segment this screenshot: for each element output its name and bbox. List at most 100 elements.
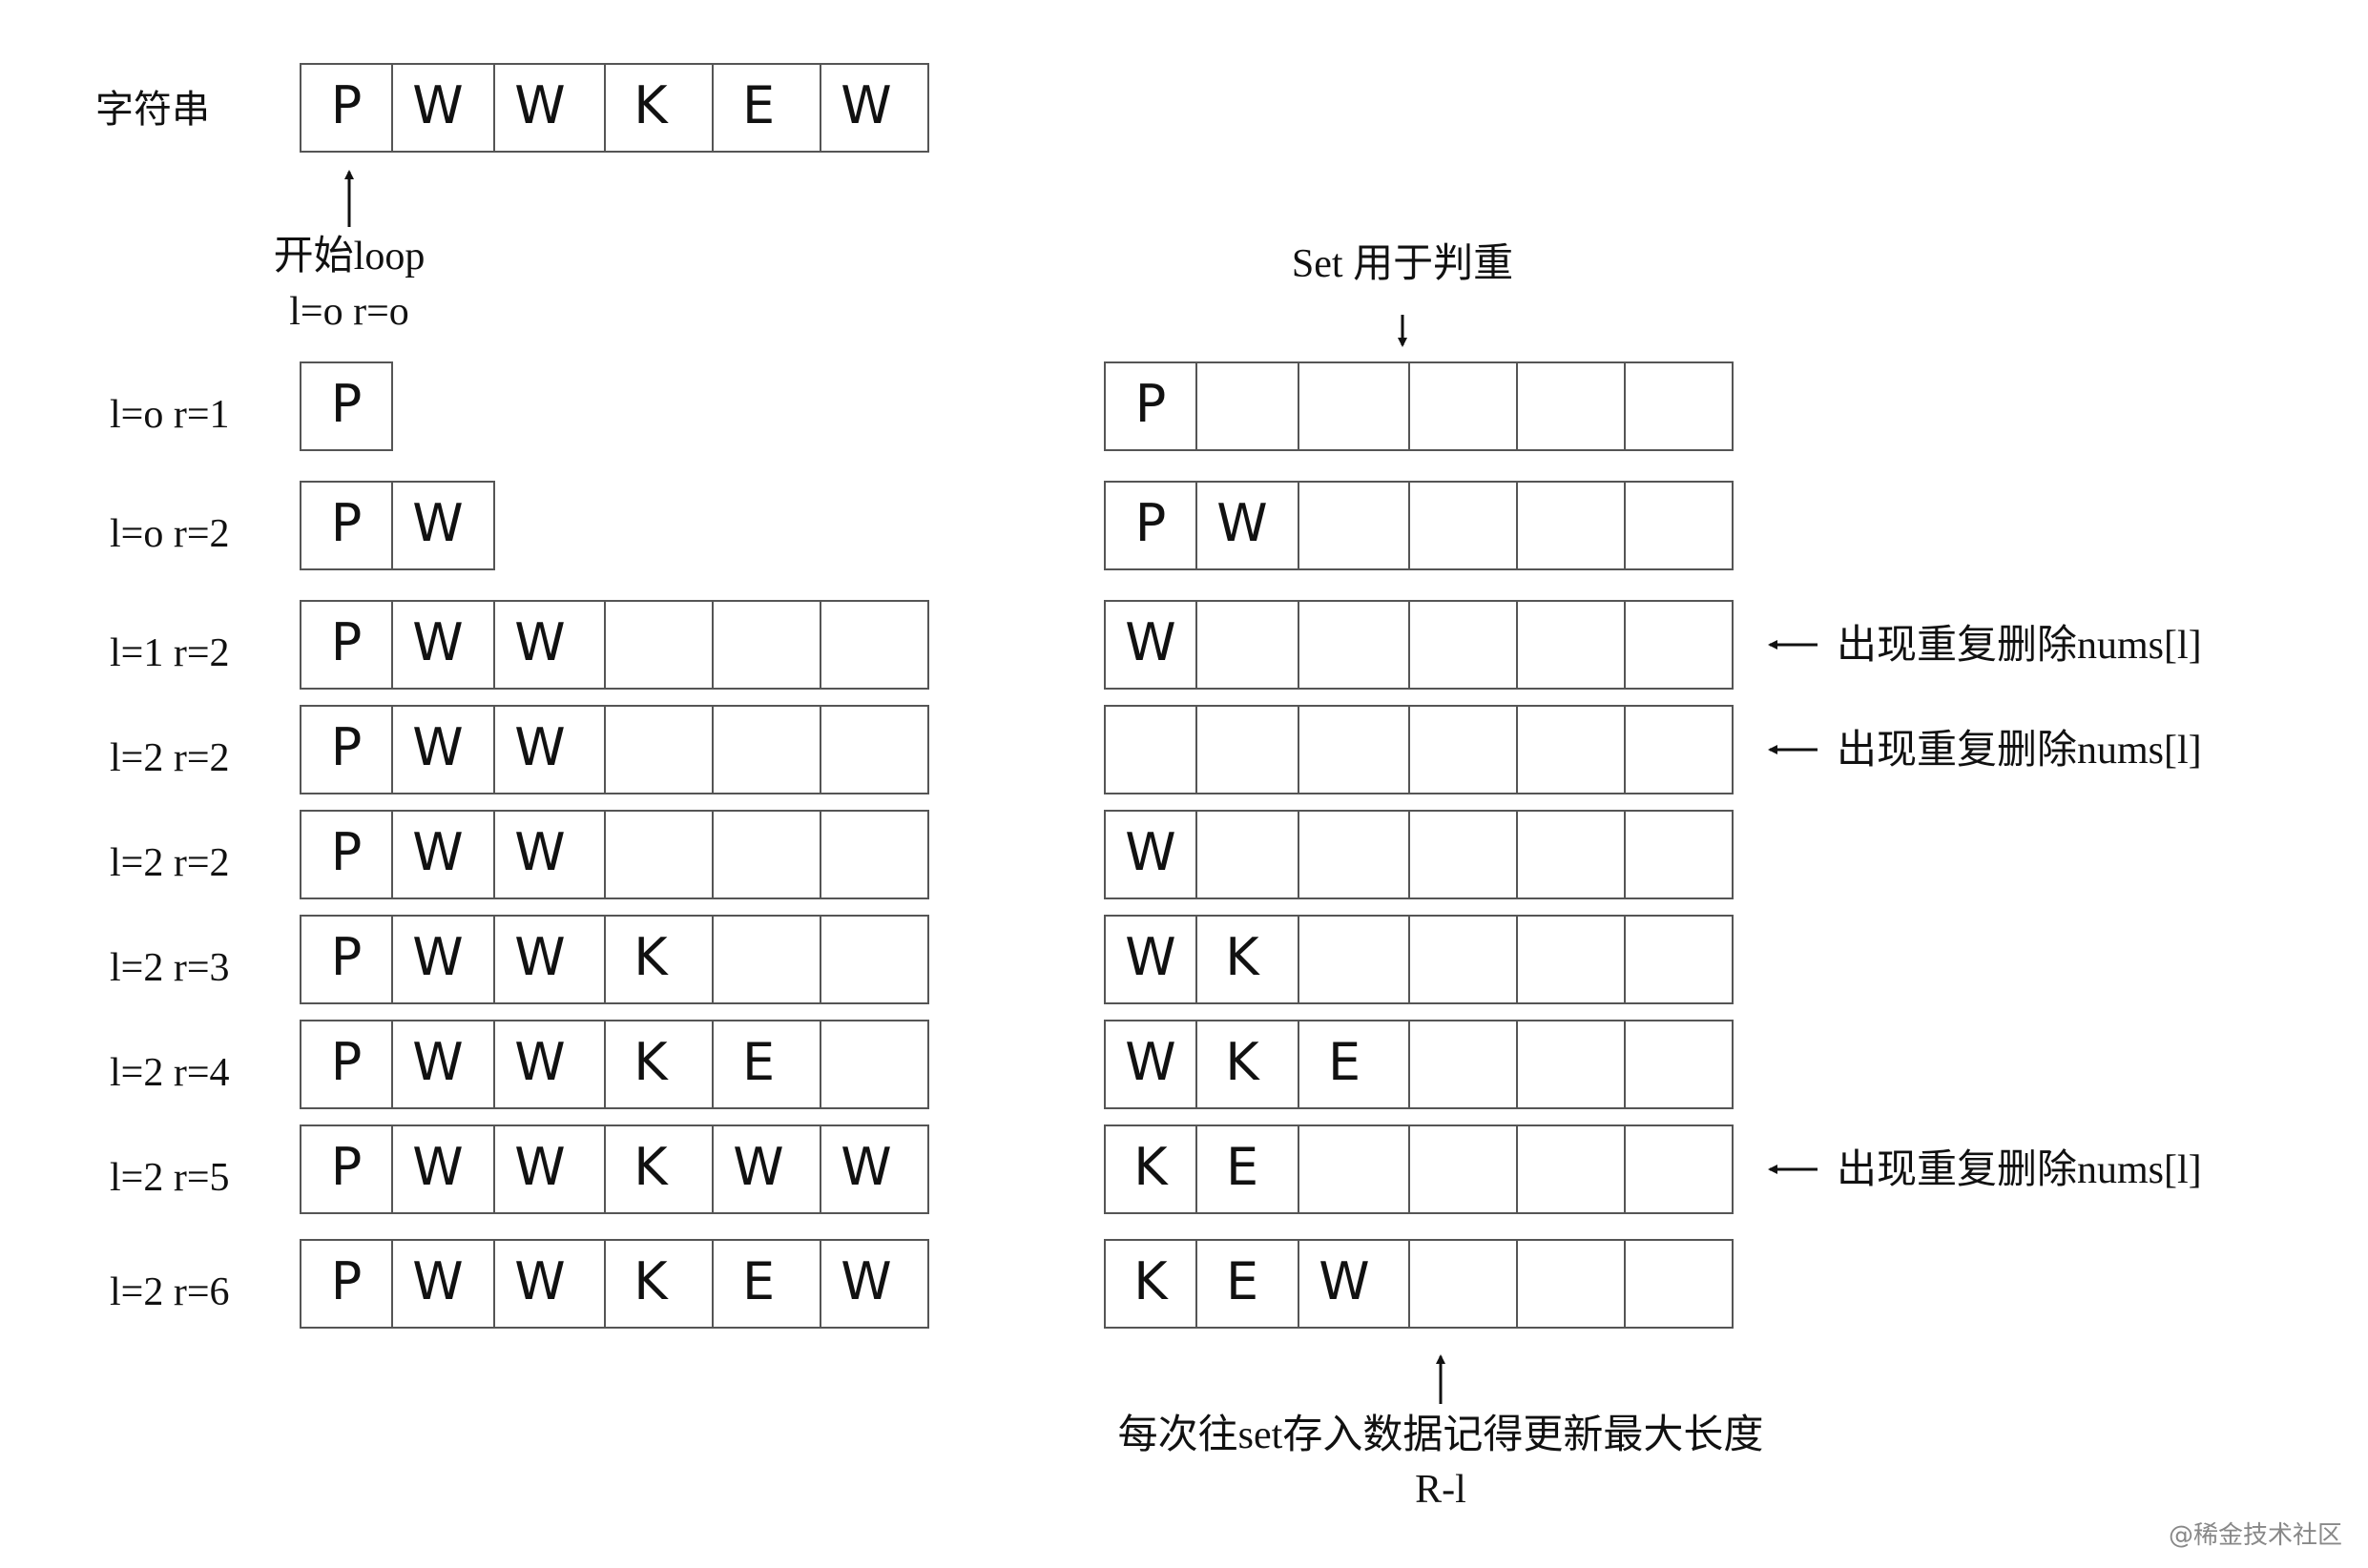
- set-frame: [1104, 1239, 1734, 1329]
- start-note-line1: 开始loop: [274, 235, 426, 279]
- row-label: l=2 r=4: [110, 1051, 230, 1095]
- row-label: l=2 r=2: [110, 841, 230, 885]
- set-cell-char: P: [1135, 493, 1167, 553]
- window-cell-char: W: [514, 1137, 565, 1197]
- row-note: 出现重复删除nums[l]: [1837, 1147, 2202, 1192]
- window-cell-char: W: [841, 1137, 891, 1197]
- window-cell-char: P: [331, 1137, 363, 1197]
- window-cell-char: W: [733, 1137, 783, 1197]
- string-frame: [300, 63, 929, 153]
- set-cell-char: E: [1328, 1032, 1361, 1092]
- window-frame: [300, 1239, 929, 1329]
- window-cell-char: E: [742, 1032, 775, 1092]
- window-cell-char: W: [514, 1251, 565, 1311]
- window-frame: [300, 915, 929, 1004]
- set-cell-char: W: [1125, 612, 1175, 672]
- window-cell-char: P: [331, 493, 363, 553]
- window-frame: [300, 1124, 929, 1214]
- window-frame: [300, 1020, 929, 1109]
- row-note: 出现重复删除nums[l]: [1837, 623, 2202, 668]
- set-cell-char: K: [1225, 927, 1260, 987]
- row-label: l=2 r=6: [110, 1270, 230, 1314]
- string-cell-char: W: [412, 75, 463, 135]
- window-cell-char: P: [331, 1032, 363, 1092]
- window-cell-char: K: [634, 1251, 669, 1311]
- bottom-note-line1: 每次往set存入数据记得更新最大长度: [1118, 1413, 1764, 1457]
- set-frame: [1104, 810, 1734, 899]
- set-frame: [1104, 361, 1734, 451]
- set-frame: [1104, 915, 1734, 1004]
- set-cell-char: E: [1226, 1251, 1258, 1311]
- window-cell-char: W: [412, 927, 463, 987]
- set-title: Set 用于判重: [1292, 242, 1513, 286]
- window-frame: [300, 600, 929, 690]
- window-cell-char: W: [412, 493, 463, 553]
- window-cell-char: W: [412, 822, 463, 882]
- window-frame: [300, 361, 393, 451]
- row-label: l=2 r=3: [110, 946, 230, 990]
- set-cell-char: W: [1216, 493, 1267, 553]
- set-cell-char: K: [1225, 1032, 1260, 1092]
- window-cell-char: W: [412, 1137, 463, 1197]
- window-cell-char: W: [412, 1251, 463, 1311]
- row-note: 出现重复删除nums[l]: [1837, 728, 2202, 773]
- set-frame: [1104, 1020, 1734, 1109]
- set-frame: [1104, 705, 1734, 794]
- row-label: l=2 r=2: [110, 736, 230, 780]
- set-cell-char: W: [1319, 1251, 1369, 1311]
- window-cell-char: W: [412, 717, 463, 777]
- window-cell-char: P: [331, 822, 363, 882]
- set-frame: [1104, 600, 1734, 690]
- window-cell-char: W: [412, 1032, 463, 1092]
- string-cell-char: K: [634, 75, 669, 135]
- window-cell-char: W: [514, 822, 565, 882]
- set-cell-char: K: [1133, 1251, 1169, 1311]
- window-cell-char: W: [514, 927, 565, 987]
- row-label: l=o r=1: [110, 393, 230, 437]
- window-cell-char: P: [331, 612, 363, 672]
- window-cell-char: W: [514, 717, 565, 777]
- set-cell-char: P: [1135, 374, 1167, 434]
- string-cell-char: W: [841, 75, 891, 135]
- watermark: @稀金技术社区: [2169, 1521, 2342, 1550]
- window-frame: [300, 705, 929, 794]
- window-frame: [300, 481, 495, 570]
- window-cell-char: K: [634, 1032, 669, 1092]
- window-cell-char: P: [331, 374, 363, 434]
- window-cell-char: E: [742, 1251, 775, 1311]
- window-frame: [300, 810, 929, 899]
- set-cell-char: W: [1125, 927, 1175, 987]
- string-cell-char: W: [514, 75, 565, 135]
- row-1: l=o r=1 P P: [110, 361, 1734, 451]
- string-cell-char: P: [331, 75, 363, 135]
- bottom-note-line2: R-l: [1415, 1468, 1466, 1512]
- set-cell-char: W: [1125, 822, 1175, 882]
- string-cell-char: E: [742, 75, 775, 135]
- window-cell-char: W: [514, 1032, 565, 1092]
- window-cell-char: P: [331, 927, 363, 987]
- row-label: l=2 r=5: [110, 1156, 230, 1200]
- set-frame: [1104, 481, 1734, 570]
- set-cell-char: W: [1125, 1032, 1175, 1092]
- window-cell-char: P: [331, 1251, 363, 1311]
- window-cell-char: W: [841, 1251, 891, 1311]
- window-cell-char: K: [634, 927, 669, 987]
- window-cell-char: P: [331, 717, 363, 777]
- set-frame: [1104, 1124, 1734, 1214]
- string-label: 字符串: [95, 88, 210, 131]
- set-cell-char: K: [1133, 1137, 1169, 1197]
- set-cell-char: E: [1226, 1137, 1258, 1197]
- window-cell-char: W: [412, 612, 463, 672]
- window-cell-char: K: [634, 1137, 669, 1197]
